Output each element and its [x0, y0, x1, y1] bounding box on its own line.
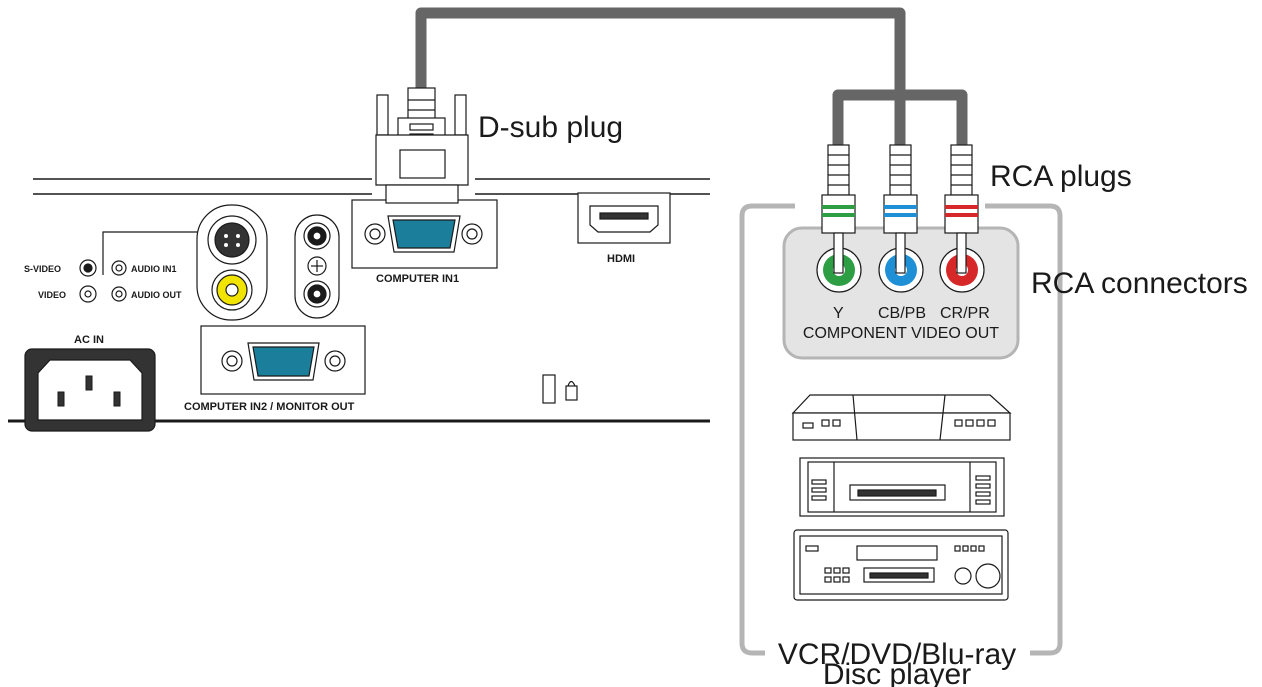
hdmi-port [577, 192, 671, 244]
bluray-player-device [793, 529, 1009, 601]
computer-in1-port [351, 199, 498, 269]
svideo-audio-cluster [79, 231, 210, 303]
cb-pb-label: CB/PB [878, 305, 926, 322]
device-label-line2: Disc player [823, 658, 971, 687]
ac-in-label: AC IN [74, 334, 104, 346]
round-connectors [196, 204, 340, 321]
y-label: Y [833, 305, 844, 322]
audio-out-label: AUDIO OUT [131, 290, 182, 300]
computer-in1-label: COMPUTER IN1 [376, 273, 459, 285]
cr-pr-label: CR/PR [940, 305, 990, 322]
rca-plug-cr [944, 144, 979, 274]
ac-in-port [24, 348, 156, 432]
vcr-device [799, 457, 1005, 517]
dsub-plug-label: D-sub plug [478, 111, 623, 144]
svideo-label: S-VIDEO [24, 264, 61, 274]
rca-connectors-label: RCA connectors [1031, 267, 1248, 300]
hdmi-label: HDMI [607, 253, 635, 265]
cable-group [415, 7, 968, 145]
device-frame [739, 203, 1063, 656]
device-label-line1: VCR/DVD/Blu-ray [778, 638, 1016, 671]
computer-in2-label: COMPUTER IN2 / MONITOR OUT [184, 401, 355, 413]
computer-in2-port [200, 325, 366, 395]
dsub-cable [415, 7, 906, 145]
audio-in1-label: AUDIO IN1 [131, 264, 177, 274]
dsub-plug [375, 87, 469, 204]
rca-cable-y [832, 89, 900, 145]
security-slot [542, 374, 578, 404]
rca-plug-cb [883, 144, 918, 274]
rca-plug-y [821, 144, 856, 274]
component-title: COMPONENT VIDEO OUT [803, 325, 999, 342]
rca-plugs [821, 144, 979, 274]
rca-cable-cr [900, 89, 968, 145]
video-label: VIDEO [38, 290, 66, 300]
dvd-player-device [791, 394, 1012, 441]
rca-plugs-label: RCA plugs [990, 160, 1132, 193]
